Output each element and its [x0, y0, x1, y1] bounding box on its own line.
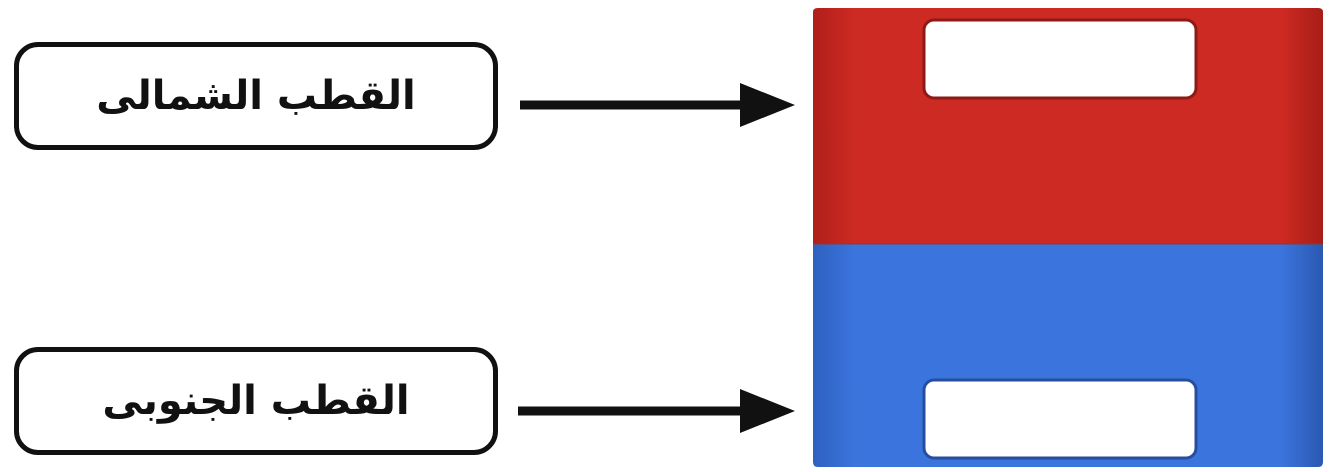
- north-pole-label-box: القطب الشمالى: [14, 42, 498, 150]
- north-arrow: [520, 83, 795, 127]
- bar-magnet: [813, 8, 1323, 467]
- south-slot: [922, 378, 1198, 460]
- south-pole-label-box: القطب الجنوبى: [14, 347, 498, 455]
- north-pole-label: القطب الشمالى: [96, 73, 416, 119]
- south-arrow: [518, 389, 795, 433]
- south-pole-label: القطب الجنوبى: [102, 378, 410, 424]
- north-slot: [922, 18, 1198, 100]
